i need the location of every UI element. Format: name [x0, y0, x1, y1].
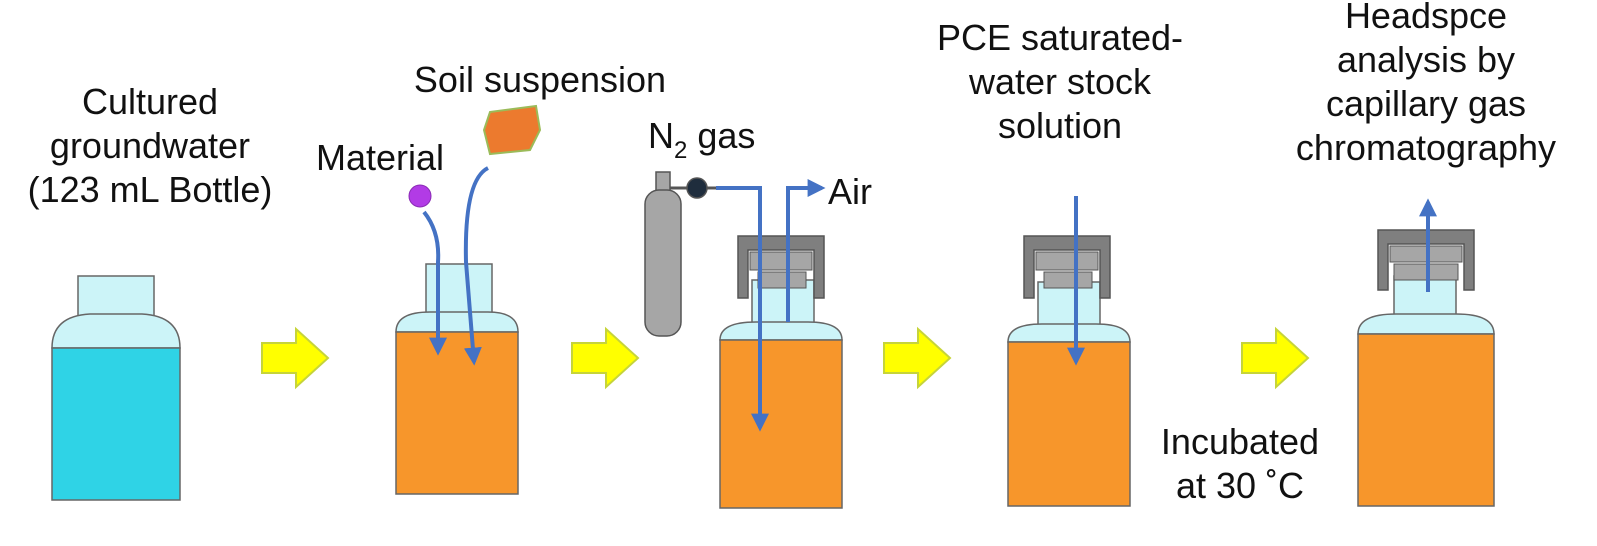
pce-label-line2: water stock — [968, 61, 1152, 102]
regulator-gauge — [686, 177, 708, 199]
pce-stock-label: PCE saturated- water stock solution — [910, 16, 1210, 148]
material-ball — [408, 184, 432, 208]
suspension-liquid — [719, 339, 843, 509]
n2-symbol: N — [648, 115, 674, 156]
suspension-liquid — [395, 331, 519, 495]
material-label: Material — [316, 137, 445, 178]
n2-gas-label: N2 gas — [648, 114, 788, 164]
air-label: Air — [828, 171, 872, 212]
n2-subscript: 2 — [674, 137, 688, 164]
septum-upper — [749, 251, 813, 271]
soil-addition-arrow — [463, 166, 490, 366]
step-arrow-3 — [883, 326, 952, 390]
septum-upper — [1035, 251, 1099, 271]
bottle-pce-spike — [1007, 235, 1131, 507]
bottle-neck — [77, 275, 155, 317]
incubation-label-line1: Incubated — [1160, 421, 1320, 462]
septum-lower — [757, 271, 807, 289]
headspace-label-line2: analysis by — [1336, 39, 1516, 80]
soil-particle — [482, 104, 542, 156]
groundwater-label-line1: Cultured — [81, 81, 219, 122]
n2-gas-word: gas — [687, 115, 756, 156]
pce-label-line1: PCE saturated- — [936, 17, 1184, 58]
headspace-label-line1: Headspce — [1344, 0, 1508, 36]
groundwater-liquid — [51, 347, 181, 501]
cylinder-body — [644, 189, 682, 337]
septum-cap — [1023, 235, 1111, 299]
bottle-purging — [719, 235, 843, 509]
incubation-label-line2: at 30 ˚C — [1175, 465, 1305, 506]
air-outlet-arrow — [786, 179, 826, 322]
bottle-shoulder — [51, 313, 181, 349]
groundwater-label-line3: (123 mL Bottle) — [27, 169, 273, 210]
suspension-liquid — [1007, 341, 1131, 507]
n2-gas-cylinder — [644, 171, 718, 337]
step-arrow-1 — [261, 326, 330, 390]
bottle-shoulder — [1007, 323, 1131, 343]
step-arrow-2 — [571, 326, 640, 390]
bottle-neck — [1393, 275, 1457, 321]
soil-suspension-label: Soil suspension — [413, 59, 667, 100]
material-addition-arrow — [422, 210, 447, 356]
groundwater-label-line2: groundwater — [49, 125, 251, 166]
septum-lower — [1043, 271, 1093, 289]
bottle-shoulder — [719, 321, 843, 341]
groundwater-label: Cultured groundwater (123 mL Bottle) — [0, 80, 300, 212]
headspace-label-line4: chromatography — [1295, 127, 1557, 168]
pce-label-line3: solution — [997, 105, 1123, 146]
bottle-shoulder — [395, 311, 519, 333]
bottle-groundwater — [51, 275, 181, 501]
bottle-suspension — [395, 263, 519, 495]
suspension-liquid — [1357, 333, 1495, 507]
bottle-neck — [425, 263, 493, 315]
bottle-neck — [1037, 281, 1101, 327]
headspace-label-line3: capillary gas — [1325, 83, 1527, 124]
n2-inlet-arrow — [716, 186, 769, 432]
bottle-shoulder — [1357, 313, 1495, 335]
bottle-headspace — [1357, 229, 1495, 507]
incubation-label: Incubated at 30 ˚C — [1140, 420, 1340, 508]
septum-cap — [737, 235, 825, 299]
step-arrow-4 — [1241, 326, 1310, 390]
headspace-analysis-label: Headspce analysis by capillary gas chrom… — [1255, 0, 1597, 170]
